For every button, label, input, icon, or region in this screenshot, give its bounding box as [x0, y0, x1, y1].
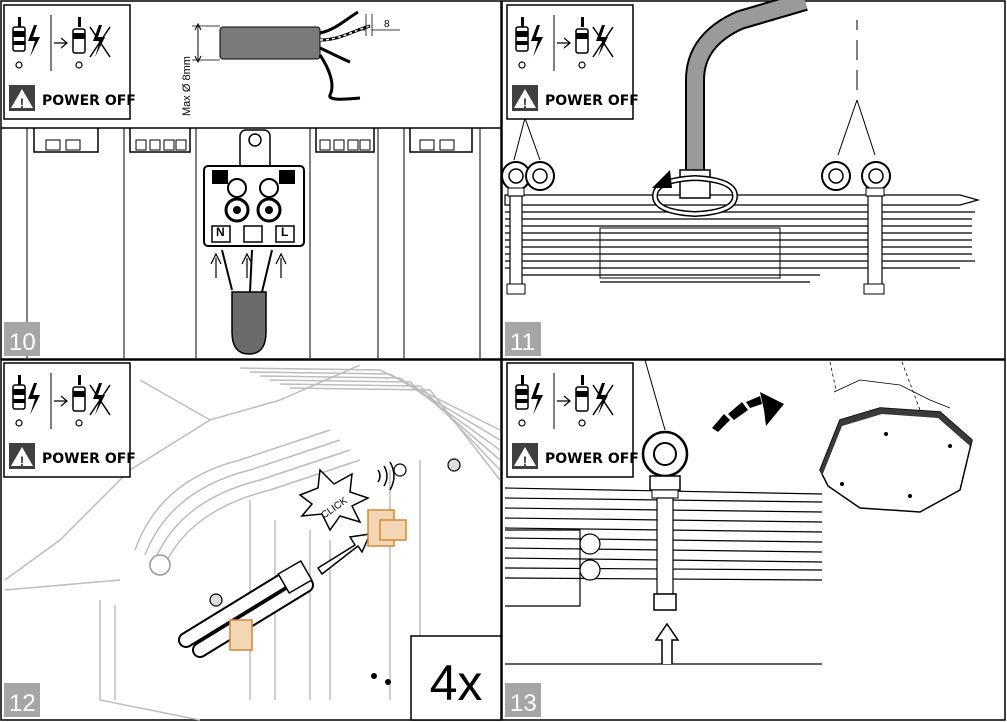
- step-10-panel: ! POWER OFF Max Ø 8mm 8: [0, 0, 502, 360]
- terminal-l-label: L: [281, 225, 288, 239]
- cable-strip-diagram: Max Ø 8mm 8: [181, 10, 400, 116]
- power-off-badge: ! POWER OFF: [506, 362, 639, 478]
- lamp-socket: [229, 509, 407, 651]
- step-number: 13: [510, 690, 537, 717]
- eye-bolt-right: [821, 161, 891, 295]
- eye-bolt: [641, 359, 689, 611]
- max-diameter-label: Max Ø 8mm: [181, 56, 193, 116]
- power-off-badge: ! POWER OFF: [3, 4, 136, 120]
- step-11-panel: ! POWER OFF 11: [501, 0, 1006, 360]
- fixture-bottom-view: [819, 361, 973, 513]
- power-off-label: POWER OFF: [42, 451, 136, 467]
- terminal-block-view: N L: [26, 128, 481, 358]
- cable-gland: [651, 169, 739, 218]
- click-burst: CLICK: [298, 461, 395, 532]
- eye-bolt-left: [501, 161, 555, 295]
- step-12-panel: CLICK ! POWER OFF 4x 12: [0, 359, 502, 721]
- step-13-panel: ! POWER OFF 13: [501, 359, 1006, 721]
- warning-sign: !: [523, 95, 528, 111]
- quantity-label: 4x: [430, 655, 483, 711]
- heatsink-fins: [504, 194, 981, 283]
- power-off-label: POWER OFF: [545, 451, 639, 467]
- step-number: 11: [510, 329, 535, 356]
- rotate-arrow-icon: [712, 392, 784, 432]
- lamp-tube: [178, 559, 314, 658]
- power-off-badge: ! POWER OFF: [3, 362, 136, 478]
- warning-sign: !: [20, 453, 25, 469]
- power-off-label: POWER OFF: [545, 93, 639, 109]
- strip-length-label: 8: [384, 19, 390, 30]
- power-off-label: POWER OFF: [42, 93, 136, 109]
- power-off-badge: ! POWER OFF: [506, 4, 639, 120]
- warning-sign: !: [523, 453, 528, 469]
- fixture-housing-outline: [4, 364, 501, 721]
- warning-sign: !: [20, 95, 25, 111]
- step-number: 10: [9, 329, 36, 356]
- step-number: 12: [9, 690, 36, 717]
- terminal-n-label: N: [216, 225, 225, 239]
